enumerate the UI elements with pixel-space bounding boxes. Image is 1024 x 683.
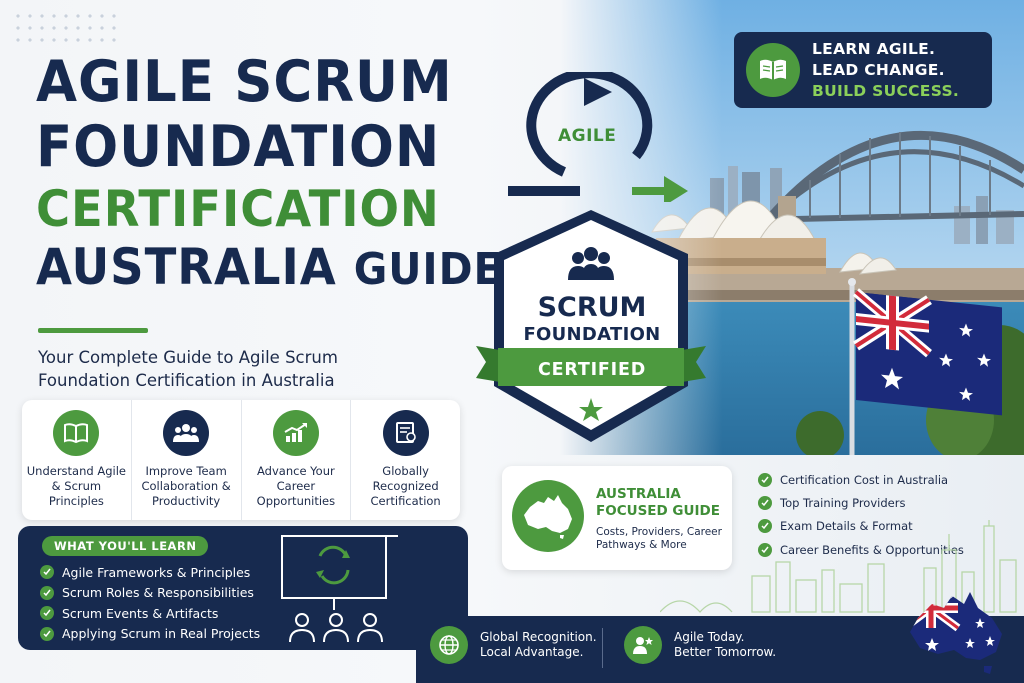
feature-card: Understand Agile & Scrum Principles Impr… [22, 400, 460, 520]
list-item: Career Benefits & Opportunities [758, 538, 964, 561]
feature-label: Advance Your Career Opportunities [256, 464, 336, 508]
title-line-3: CERTIFICATION [36, 180, 440, 238]
dot-pattern [12, 10, 122, 46]
title-line-4-small: GUIDE [353, 244, 503, 295]
tagline-line-1: LEARN AGILE. [812, 39, 936, 58]
list-item-label: Certification Cost in Australia [780, 472, 949, 487]
title-line-1: AGILE SCRUM [36, 49, 453, 115]
growth-chart-icon [272, 410, 319, 456]
band-item-global: Global Recognition. Local Advantage. [430, 626, 597, 664]
list-item-label: Scrum Roles & Responsibilities [62, 585, 254, 601]
scrum-badge [476, 210, 706, 442]
check-icon [40, 565, 54, 580]
list-item-label: Exam Details & Format [780, 519, 913, 534]
check-icon [758, 542, 772, 557]
check-icon [40, 626, 54, 641]
feature-label: Understand Agile & Scrum Principles [26, 464, 126, 508]
badge-subtitle: FOUNDATION [523, 324, 661, 345]
focus-heading: AUSTRALIA FOCUSED GUIDE [596, 486, 720, 520]
feature-understand: Understand Agile & Scrum Principles [22, 400, 132, 520]
badge-ribbon-label: CERTIFIED [537, 360, 647, 380]
check-icon [758, 519, 772, 534]
check-icon [758, 472, 772, 487]
badge-title: SCRUM [537, 292, 647, 323]
agile-label: AGILE [558, 126, 617, 146]
tagline-line-2: LEAD CHANGE. [812, 60, 945, 79]
focus-heading-line-1: AUSTRALIA [596, 486, 681, 502]
title-line-2: FOUNDATION [36, 114, 441, 180]
certificate-icon [382, 410, 429, 456]
globe-icon [430, 626, 468, 664]
feature-career: Advance Your Career Opportunities [242, 400, 352, 520]
australia-flag-map-icon [910, 592, 1002, 674]
list-item: Applying Scrum in Real Projects [40, 624, 260, 645]
band-left-line-2: Local Advantage. [480, 645, 584, 659]
learn-list: Agile Frameworks & Principles Scrum Role… [40, 562, 260, 644]
title-line-4-main: AUSTRALIA [36, 238, 337, 296]
topic-checklist: Certification Cost in Australia Top Trai… [758, 468, 964, 561]
team-icon [163, 410, 210, 456]
check-icon [40, 585, 54, 600]
feature-label: Globally Recognized Certification [370, 464, 441, 508]
focus-heading-line-2: FOCUSED GUIDE [596, 503, 720, 519]
agile-cycle-icon [508, 72, 688, 202]
band-right-line-2: Better Tomorrow. [674, 645, 777, 659]
tagline-line-3: BUILD SUCCESS. [812, 81, 960, 100]
tagline-banner: LEARN AGILE. LEAD CHANGE. BUILD SUCCESS. [734, 32, 992, 108]
list-item-label: Scrum Events & Artifacts [62, 605, 219, 621]
subtitle: Your Complete Guide to Agile Scrum Found… [38, 348, 338, 390]
band-divider [602, 628, 603, 668]
list-item-label: Career Benefits & Opportunities [780, 542, 964, 557]
open-book-icon [746, 43, 800, 97]
user-star-icon [624, 626, 662, 664]
band-left-line-1: Global Recognition. [480, 630, 597, 644]
check-icon [40, 606, 54, 621]
band-right-line-1: Agile Today. [674, 630, 745, 644]
feature-collaboration: Improve Team Collaboration & Productivit… [132, 400, 242, 520]
title-divider [38, 328, 148, 333]
list-item: Scrum Events & Artifacts [40, 603, 260, 624]
title-line-4: AUSTRALIA GUIDE [36, 242, 501, 292]
list-item-label: Applying Scrum in Real Projects [62, 626, 261, 642]
list-item: Certification Cost in Australia [758, 468, 964, 491]
learn-heading: WHAT YOU'LL LEARN [42, 536, 209, 556]
list-item-label: Agile Frameworks & Principles [62, 564, 251, 580]
feature-global: Globally Recognized Certification [351, 400, 460, 520]
australia-focus-card: AUSTRALIA FOCUSED GUIDE Costs, Providers… [502, 466, 732, 570]
main-title: AGILE SCRUM FOUNDATION CERTIFICATION AUS… [36, 54, 506, 300]
list-item: Scrum Roles & Responsibilities [40, 583, 260, 604]
focus-subtext: Costs, Providers, Career Pathways & More [596, 526, 722, 551]
check-icon [758, 495, 772, 510]
list-item: Top Training Providers [758, 491, 964, 514]
learn-panel: WHAT YOU'LL LEARN Agile Frameworks & Pri… [18, 526, 468, 650]
presentation-board-icon [281, 535, 398, 643]
book-icon [53, 410, 100, 456]
feature-label: Improve Team Collaboration & Productivit… [141, 464, 231, 508]
list-item: Agile Frameworks & Principles [40, 562, 260, 583]
band-item-agile: Agile Today. Better Tomorrow. [624, 626, 776, 664]
list-item-label: Top Training Providers [780, 495, 906, 510]
australia-map-icon [512, 480, 584, 552]
list-item: Exam Details & Format [758, 515, 964, 538]
